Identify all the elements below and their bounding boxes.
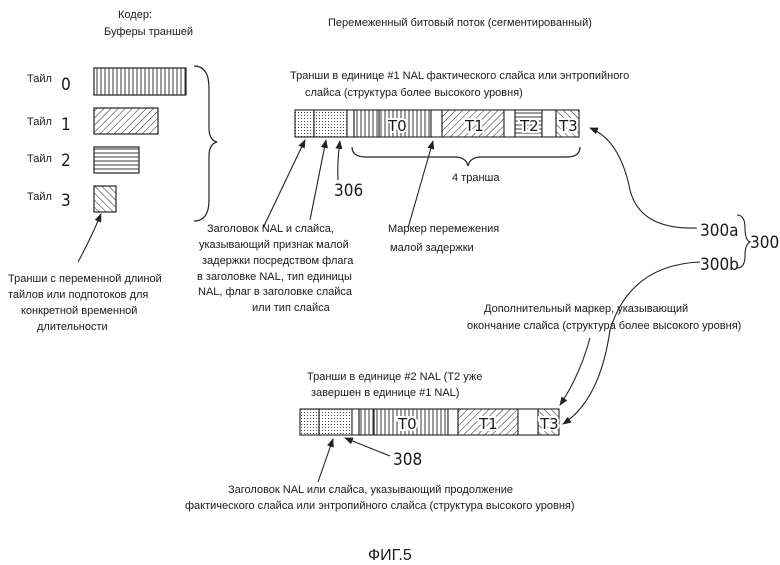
end-marker-note-line1: Дополнительный маркер, указывающий (484, 303, 688, 315)
tile-0-num: 0 (61, 75, 71, 95)
tile-3-num: 3 (61, 191, 71, 211)
nal2-caption-line1: Транши в единице #2 NAL (T2 уже (307, 371, 482, 383)
tranches-brace-label: 4 транша (452, 172, 500, 184)
ref-308-leader (345, 438, 390, 456)
nal1-marker-2 (504, 110, 515, 137)
figure-label: ФИГ.5 (368, 547, 412, 564)
nal1-label-t1: T1 (464, 117, 484, 135)
nal2-label-t1: T1 (478, 415, 498, 433)
tile-1-num: 1 (61, 115, 71, 135)
nal-header-note-line5: NAL, флаг в заголовке слайса (198, 286, 353, 298)
nal1-marker-0 (354, 110, 379, 137)
tile-3-buffer (94, 186, 116, 212)
nal2-label-t0: T0 (397, 415, 417, 433)
nal2-slice-header-segment (319, 409, 352, 435)
encoder-title-line1: Кодер: (118, 9, 152, 21)
tile-2-buffer (94, 147, 139, 173)
tile-1-word: Тайл (27, 116, 52, 128)
tranches-brace (352, 147, 580, 166)
nal-header-note-line4: в заголовке NAL, тип единицы (197, 271, 352, 283)
nal2-gap (352, 409, 359, 435)
nal2-label-t3: T3 (539, 415, 559, 433)
ref-300-brace (737, 215, 750, 268)
ref-300a: 300a (700, 221, 739, 241)
nal2-marker-0 (359, 409, 374, 435)
nal1-marker-3 (542, 110, 556, 137)
tiles-note-line2: тайлов или подпотоков для (8, 289, 148, 301)
ref-306-leader (338, 141, 340, 180)
nal1-gap (347, 110, 354, 137)
tile-0-buffer (94, 68, 186, 95)
tiles-note-line1: Транши с переменной длиной (8, 273, 162, 285)
encoder-title-line2: Буферы траншей (104, 26, 193, 38)
ref-300b-arrow-nal2-t3 (563, 262, 700, 424)
tiles-note-arrow (78, 214, 101, 262)
ref-300a-arrow (590, 128, 697, 228)
stream-title: Перемеженный битовый поток (сегментирова… (328, 17, 592, 29)
continuation-arrow (318, 439, 333, 482)
end-marker-arrow (560, 338, 590, 405)
nal2-marker-1 (448, 409, 458, 435)
tile-1-buffer (94, 108, 158, 134)
tiles-note-line4: длительности (37, 321, 108, 333)
nal-header-note-line2: указывающий признак малой (199, 239, 349, 251)
nal1-marker-1 (431, 110, 442, 137)
nal-header-arrow-b (310, 140, 326, 220)
nal2-header-segment (300, 409, 319, 435)
nal-header-note-line1: Заголовок NAL и слайса, (207, 223, 334, 235)
tile-2-word: Тайл (27, 153, 52, 165)
marker-note-arrow (408, 141, 433, 228)
end-marker-note-line2: окончание слайса (структура более высоко… (467, 320, 741, 332)
tiles-note-line3: конкретной временной (21, 305, 137, 317)
buffers-brace (194, 66, 217, 221)
continuation-note-line2: фактического слайса или энтропийного сла… (185, 500, 575, 512)
marker-note-line2: малой задержки (390, 242, 474, 254)
tile-0-word: Тайл (27, 73, 52, 85)
nal1-caption-line1: Транши в единице #1 NAL фактического сла… (290, 70, 629, 82)
ref-306: 306 (334, 181, 363, 201)
nal1-caption-line2: слайса (структура более высокого уровня) (305, 87, 523, 99)
marker-note-line1: Маркер перемежения (388, 223, 499, 235)
nal1-label-t3: T3 (558, 117, 578, 135)
nal2-bitstream (300, 409, 559, 435)
nal-header-arrow-a (263, 140, 305, 228)
continuation-note-line1: Заголовок NAL или слайса, указывающий пр… (228, 484, 513, 496)
nal2-marker-2 (518, 409, 538, 435)
nal2-caption-line2: завершен в единице #1 NAL) (311, 387, 459, 399)
nal-header-note-line3: задержки посредством флага (202, 255, 354, 267)
nal1-slice-header-segment (314, 110, 347, 137)
tile-3-word: Тайл (27, 191, 52, 203)
ref-300b: 300b (700, 255, 739, 275)
nal1-label-t2: T2 (519, 117, 539, 135)
tile-2-num: 2 (61, 151, 71, 171)
nal1-header-segment (295, 110, 314, 137)
ref-308: 308 (393, 450, 422, 470)
ref-300: 300 (750, 233, 779, 253)
nal1-label-t0: T0 (387, 117, 407, 135)
nal-header-note-line6: или тип слайса (252, 302, 331, 314)
